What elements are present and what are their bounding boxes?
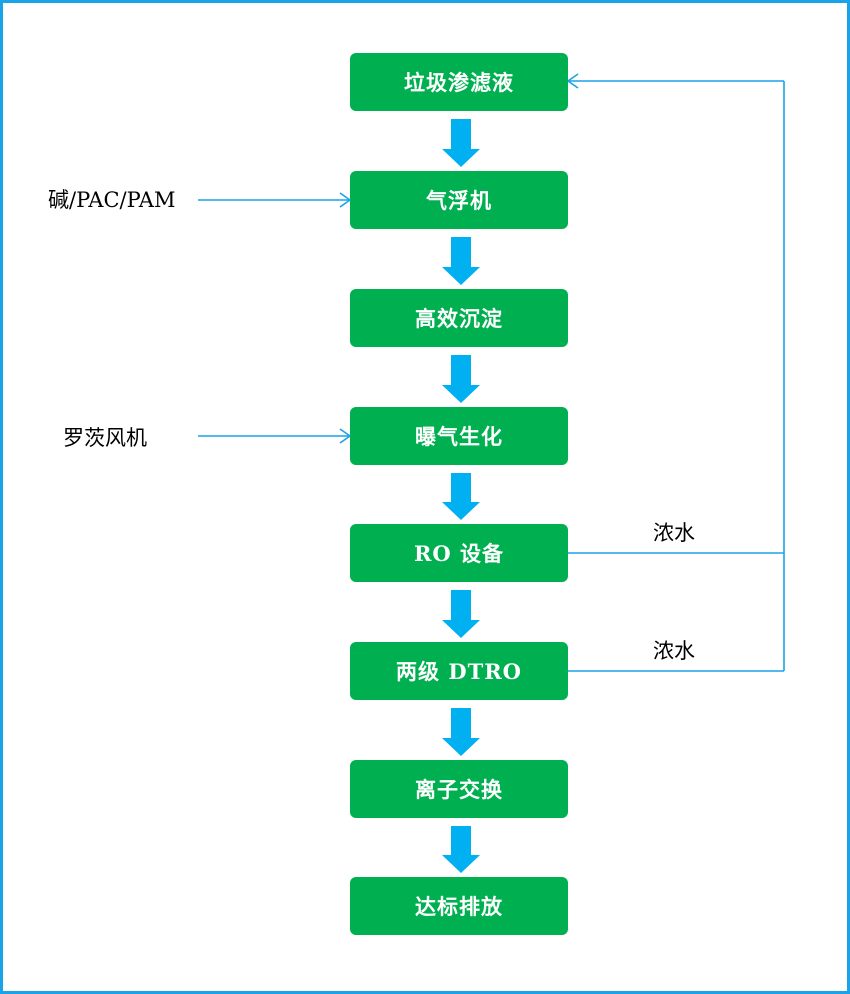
concentrate-recycle-line [566,73,785,672]
flow-arrow-4 [442,473,480,520]
flow-arrow-2 [442,237,480,285]
step-dtro: 两级 DTRO [350,642,568,700]
step-sedimentation: 高效沉淀 [350,289,568,347]
flow-arrow-5 [442,590,480,638]
dtro-concentrate-label: 浓水 [653,639,695,663]
blower-input-label: 罗茨风机 [63,426,147,450]
connector-layer [198,73,785,873]
step-leachate: 垃圾渗滤液 [350,53,568,111]
flow-arrow-1 [442,119,480,167]
flow-arrow-3 [442,355,480,403]
chemicals-input-label: 碱/PAC/PAM [48,188,176,212]
ro-concentrate-label: 浓水 [653,521,695,545]
step-discharge: 达标排放 [350,877,568,935]
step-air-flotation: 气浮机 [350,171,568,229]
step-ro-equipment: RO 设备 [350,524,568,582]
flow-arrow-6 [442,708,480,756]
down-arrows [442,119,480,873]
step-aeration: 曝气生化 [350,407,568,465]
flow-arrow-7 [442,826,480,873]
step-ion-exchange: 离子交换 [350,760,568,818]
chemicals-input-arrow [198,192,352,208]
blower-input-arrow [198,428,352,444]
